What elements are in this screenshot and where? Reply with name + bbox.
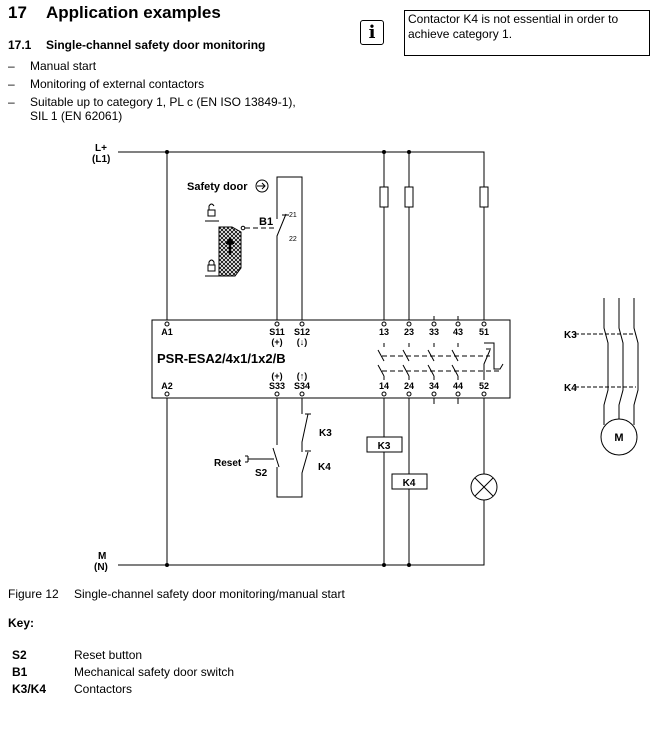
label-s2: S2 <box>255 468 268 479</box>
coil-k4-label: K4 <box>403 478 416 489</box>
label-21: 21 <box>289 212 297 219</box>
label-l-plus: L+ <box>95 143 107 154</box>
coils <box>366 436 428 490</box>
label-k4-contact: K4 <box>318 462 331 473</box>
motor-k3-label: K3 <box>564 330 577 341</box>
lamp <box>470 473 498 501</box>
coil-k3-label: K3 <box>378 441 391 452</box>
terminal-43: 43 <box>453 327 463 337</box>
bullet-item-continued: SIL 1 (EN 62061) <box>30 109 123 123</box>
terminal-s33: S33 <box>269 381 285 391</box>
key-title: Key: <box>8 616 35 630</box>
terminal-34: 34 <box>429 381 439 391</box>
label-k3-contact: K3 <box>319 428 332 439</box>
bullet-item: –Manual start <box>8 59 97 73</box>
terminal-s12-sub: (↓) <box>297 337 308 347</box>
bullet-item: –Suitable up to category 1, PL c (EN ISO… <box>8 95 296 109</box>
fuses <box>379 186 489 208</box>
info-icon: i <box>360 20 384 45</box>
terminal-s34: S34 <box>294 381 310 391</box>
label-b1: B1 <box>259 216 273 228</box>
terminal-51: 51 <box>479 327 489 337</box>
terminal-13: 13 <box>379 327 389 337</box>
terminal-s33-sub: (+) <box>271 371 282 381</box>
safety-door-switch-b1 <box>205 176 303 320</box>
figure-caption: Single-channel safety door monitoring/ma… <box>74 587 345 601</box>
internal-contacts <box>377 342 504 380</box>
terminal-24: 24 <box>404 381 414 391</box>
terminal-52: 52 <box>479 381 489 391</box>
label-safety-door: Safety door <box>187 181 248 193</box>
figure-number: Figure 12 <box>8 587 59 601</box>
bullet-item: –Monitoring of external contactors <box>8 77 205 91</box>
motor-circuit <box>575 298 639 456</box>
terminal-a1: A1 <box>161 327 173 337</box>
terminal-a2: A2 <box>161 381 173 391</box>
key-desc: Mechanical safety door switch <box>74 665 235 679</box>
terminal-14: 14 <box>379 381 389 391</box>
label-reset: Reset <box>214 458 242 469</box>
terminal-s34-sub: (↑) <box>297 371 308 381</box>
label-m: M <box>98 551 106 562</box>
key-term: B1 <box>12 665 28 679</box>
label-n: (N) <box>94 562 108 573</box>
device-name: PSR-ESA2/4x1/1x2/B <box>157 351 286 366</box>
terminal-s11-sub: (+) <box>271 337 282 347</box>
key-term: K3/K4 <box>12 682 47 696</box>
terminal-33: 33 <box>429 327 439 337</box>
key-term: S2 <box>12 648 27 662</box>
motor-k4-label: K4 <box>564 383 577 394</box>
label-l1: (L1) <box>92 154 110 165</box>
device-box <box>151 319 511 399</box>
junction-dots <box>165 150 411 567</box>
terminal-s11: S11 <box>269 327 285 337</box>
key-desc: Reset button <box>74 648 143 662</box>
note-box: Contactor K4 is not essential in order t… <box>404 10 650 56</box>
terminal-s12: S12 <box>294 327 310 337</box>
supply-wires <box>118 151 485 566</box>
top-terminal-labels: A1 S11 S12 13 23 33 43 51 (+) (↓) (+) (↑… <box>161 327 489 391</box>
key-desc: Contactors <box>74 682 133 696</box>
motor-label: M <box>614 432 623 444</box>
label-22: 22 <box>289 236 297 243</box>
terminal-23: 23 <box>404 327 414 337</box>
terminal-44: 44 <box>453 381 463 391</box>
terminals <box>164 321 487 397</box>
reset-circuit <box>245 398 311 498</box>
